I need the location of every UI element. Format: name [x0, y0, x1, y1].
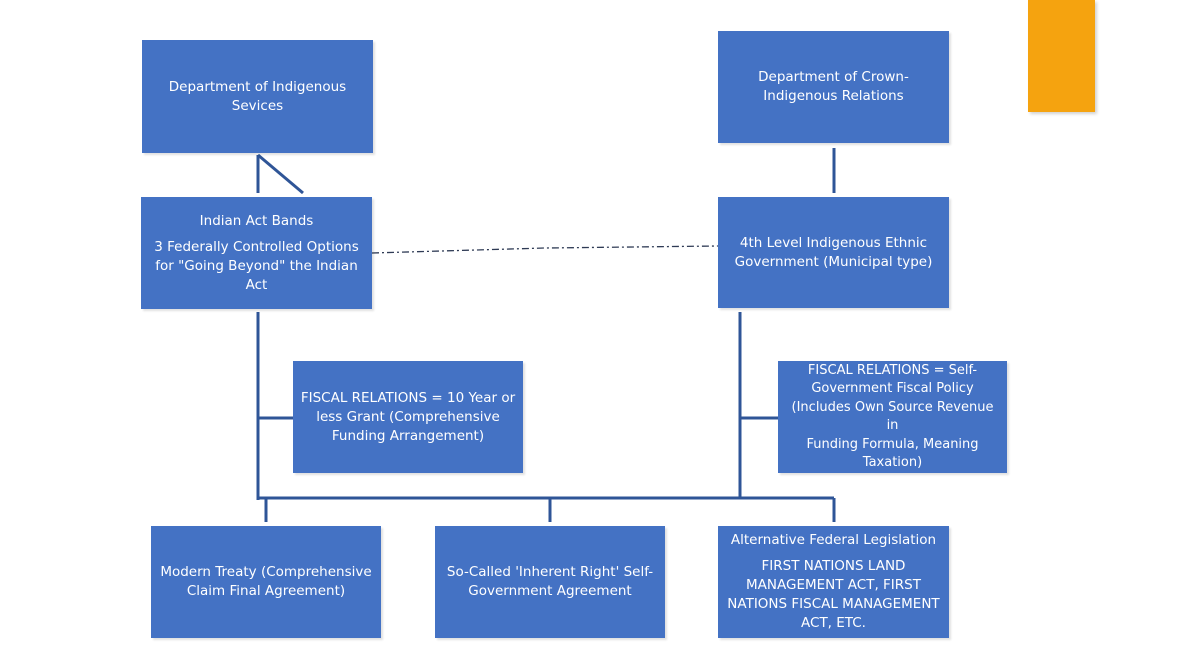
- box-text-line: ACT, ETC.: [801, 615, 866, 631]
- box-text-line: So-Called 'Inherent Right' Self-: [446, 564, 654, 580]
- box-text-line: Department of Crown-: [758, 69, 909, 85]
- connector-dis-diagonal: [257, 153, 304, 195]
- box-fiscal-relations-grant: FISCAL RELATIONS = 10 Year or less Grant…: [293, 361, 523, 473]
- accent-rectangle: [1028, 0, 1095, 112]
- box-text-line: less Grant (Comprehensive: [316, 408, 500, 425]
- box-text-line: FISCAL RELATIONS = 10 Year or: [300, 389, 516, 406]
- box-alternative-federal-legislation: Alternative Federal Legislation FIRST NA…: [718, 526, 949, 638]
- box-text-line: NATIONS FISCAL MANAGEMENT: [727, 596, 940, 612]
- box-text-line: for "Going Beyond" the Indian: [155, 257, 358, 274]
- box-text-line: FISCAL RELATIONS = Self-: [807, 362, 978, 378]
- box-text-line: (Includes Own Source Revenue in: [791, 399, 994, 434]
- box-text-line: FIRST NATIONS LAND: [761, 558, 906, 574]
- box-text-line: Sevices: [231, 97, 284, 114]
- box-text-line: MANAGEMENT ACT, FIRST: [746, 577, 921, 593]
- box-modern-treaty: Modern Treaty (Comprehensive Claim Final…: [151, 526, 381, 638]
- box-text-line: Government Agreement: [468, 583, 632, 599]
- box-department-indigenous-services: Department of Indigenous Sevices: [142, 40, 373, 153]
- box-text-line: Government Fiscal Policy: [811, 381, 974, 396]
- box-text-line: Department of Indigenous: [168, 78, 347, 95]
- box-text-line: 4th Level Indigenous Ethnic: [739, 234, 928, 251]
- box-text-line: Government (Municipal type): [734, 253, 933, 270]
- box-text-line: Claim Final Agreement): [186, 583, 346, 599]
- box-text-line: 3 Federally Controlled Options: [154, 238, 359, 255]
- box-text-line: Funding Formula, Meaning: [806, 436, 979, 452]
- box-inherent-right-agreement: So-Called 'Inherent Right' Self- Governm…: [435, 526, 665, 638]
- box-fiscal-relations-self-government: FISCAL RELATIONS = Self- Government Fisc…: [778, 361, 1007, 473]
- box-text-line: Act: [245, 276, 268, 293]
- box-text-line: Taxation): [862, 455, 923, 470]
- box-title: Indian Act Bands: [199, 212, 314, 229]
- connector-dashed-link: [371, 245, 719, 254]
- box-department-crown-indigenous-relations: Department of Crown- Indigenous Relation…: [718, 31, 949, 143]
- box-text-line: Funding Arrangement): [331, 427, 485, 444]
- box-indian-act-bands: Indian Act Bands 3 Federally Controlled …: [141, 197, 372, 309]
- box-fourth-level-government: 4th Level Indigenous Ethnic Government (…: [718, 197, 949, 308]
- box-text-line: Modern Treaty (Comprehensive: [160, 564, 372, 580]
- box-title: Alternative Federal Legislation: [730, 532, 937, 548]
- box-text-line: Indigenous Relations: [763, 88, 904, 104]
